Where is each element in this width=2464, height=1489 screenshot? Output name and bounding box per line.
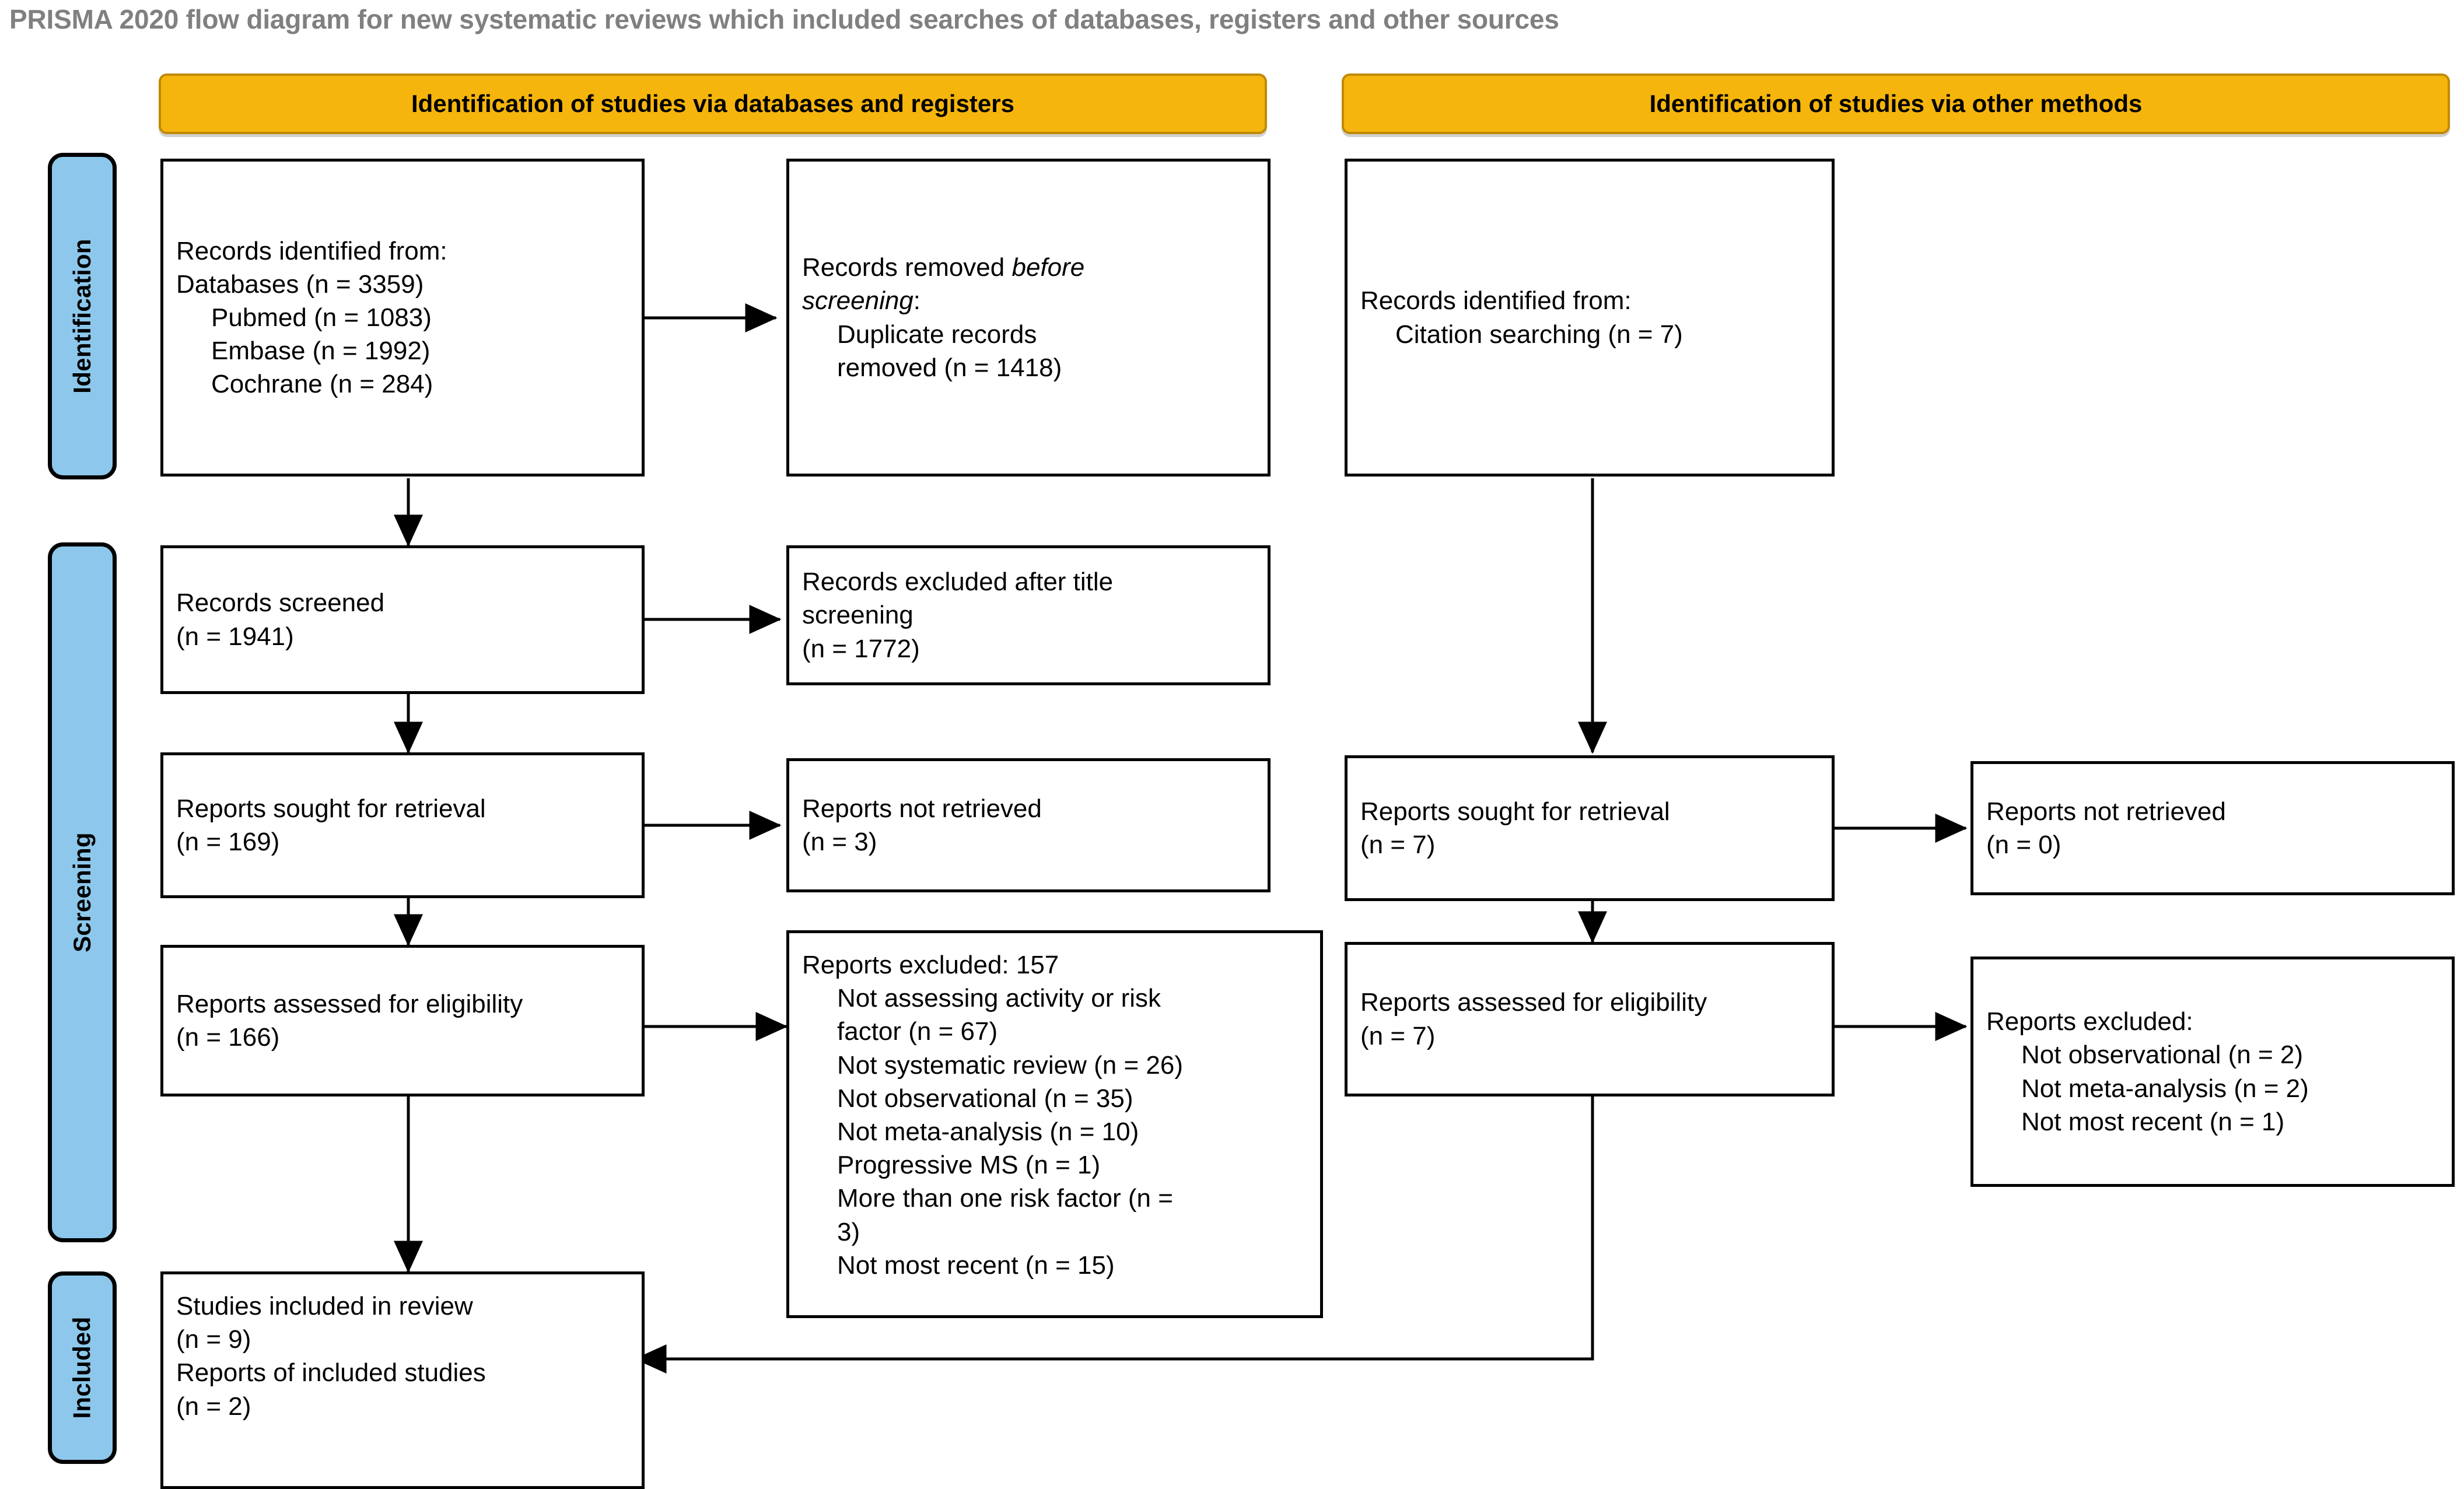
box-reports-not-retrieved-databases: Reports not retrieved (n = 3): [786, 758, 1270, 892]
box-line: Records identified from:: [1360, 286, 1632, 316]
box-line: factor (n = 67): [837, 1017, 998, 1046]
phase-label-screening: Screening: [68, 832, 96, 952]
box-line: Reports of included studies: [176, 1358, 486, 1388]
box-reports-excluded-other: Reports excluded: Not observational (n =…: [1971, 957, 2455, 1187]
banner-databases-label: Identification of studies via databases …: [411, 90, 1014, 117]
box-line: Reports excluded:: [1986, 1007, 2193, 1036]
box-line: (n = 3): [802, 828, 877, 856]
box-line: removed (n = 1418): [837, 353, 1062, 382]
box-line: Records identified from:: [176, 236, 447, 265]
box-line: Databases (n = 3359): [176, 269, 424, 299]
page-title: PRISMA 2020 flow diagram for new systema…: [9, 4, 1559, 34]
box-line: Embase (n = 1992): [211, 337, 430, 366]
box-line: screening:: [802, 286, 921, 316]
box-line: (n = 9): [176, 1325, 251, 1354]
box-studies-included-in-review: Studies included in review (n = 9) Repor…: [160, 1271, 645, 1489]
banner-other-label: Identification of studies via other meth…: [1649, 90, 2143, 117]
box-line: More than one risk factor (n =: [837, 1184, 1173, 1213]
box-line: Not systematic review (n = 26): [837, 1050, 1183, 1080]
box-reports-excluded-databases: Reports excluded: 157 Not assessing acti…: [786, 930, 1323, 1318]
box-reports-assessed-for-eligibility-databases: Reports assessed for eligibility (n = 16…: [160, 945, 645, 1096]
box-line: Not assessing activity or risk: [837, 984, 1161, 1013]
box-line: Not most recent (n = 1): [2021, 1107, 2285, 1136]
phase-bar-included: Included: [48, 1271, 117, 1464]
box-line: Records screened: [176, 588, 385, 618]
banner-other-methods: Identification of studies via other meth…: [1342, 73, 2450, 134]
box-line: Not meta-analysis (n = 2): [2021, 1074, 2309, 1103]
box-line: Records excluded after title: [802, 567, 1114, 597]
box-line: Reports sought for retrieval: [176, 794, 486, 823]
box-line: (n = 7): [1360, 1021, 1436, 1050]
box-line: Cochrane (n = 284): [211, 370, 433, 399]
box-line: screening: [802, 601, 914, 630]
box-line: Reports not retrieved: [802, 794, 1042, 823]
box-reports-sought-for-retrieval-databases: Reports sought for retrieval (n = 169): [160, 752, 645, 898]
box-line: Studies included in review: [176, 1292, 473, 1320]
box-line: (n = 169): [176, 828, 280, 856]
phase-bar-screening: Screening: [48, 542, 117, 1242]
box-line: Reports assessed for eligibility: [176, 989, 523, 1018]
box-line: Not observational (n = 35): [837, 1084, 1133, 1113]
box-line: (n = 0): [1986, 831, 2062, 859]
box-line: Duplicate records: [837, 320, 1037, 349]
box-records-removed-before-screening: Records removed before screening: Duplic…: [786, 159, 1270, 477]
box-line: Reports excluded: 157: [802, 951, 1059, 979]
phase-label-identification: Identification: [68, 239, 96, 394]
box-line: (n = 166): [176, 1023, 280, 1052]
box-line: Reports sought for retrieval: [1360, 797, 1670, 826]
box-records-identified-other-methods: Records identified from: Citation search…: [1345, 159, 1835, 477]
phase-bar-identification: Identification: [48, 153, 117, 479]
box-line: Records removed before: [802, 253, 1085, 282]
box-line: Citation searching (n = 7): [1395, 320, 1683, 349]
phase-label-included: Included: [68, 1316, 96, 1419]
box-line: (n = 1941): [176, 622, 294, 651]
box-line: 3): [837, 1217, 860, 1246]
box-line: Not observational (n = 2): [2021, 1040, 2304, 1070]
box-line: Not meta-analysis (n = 10): [837, 1117, 1139, 1146]
banner-databases-and-registers: Identification of studies via databases …: [159, 73, 1267, 134]
box-records-excluded-after-title-screening: Records excluded after title screening (…: [786, 545, 1270, 685]
box-line: Not most recent (n = 15): [837, 1250, 1115, 1280]
box-reports-assessed-for-eligibility-other: Reports assessed for eligibility (n = 7): [1345, 942, 1835, 1096]
box-line: Pubmed (n = 1083): [211, 303, 432, 332]
box-line: Reports not retrieved: [1986, 797, 2226, 826]
box-line: Reports assessed for eligibility: [1360, 988, 1707, 1017]
box-records-screened: Records screened (n = 1941): [160, 545, 645, 694]
box-reports-sought-for-retrieval-other: Reports sought for retrieval (n = 7): [1345, 755, 1835, 901]
box-line: (n = 2): [176, 1392, 251, 1421]
box-reports-not-retrieved-other: Reports not retrieved (n = 0): [1971, 761, 2455, 895]
box-line: (n = 7): [1360, 831, 1436, 859]
box-records-identified-databases: Records identified from: Databases (n = …: [160, 159, 645, 477]
box-line: Progressive MS (n = 1): [837, 1151, 1101, 1180]
box-line: (n = 1772): [802, 634, 920, 663]
